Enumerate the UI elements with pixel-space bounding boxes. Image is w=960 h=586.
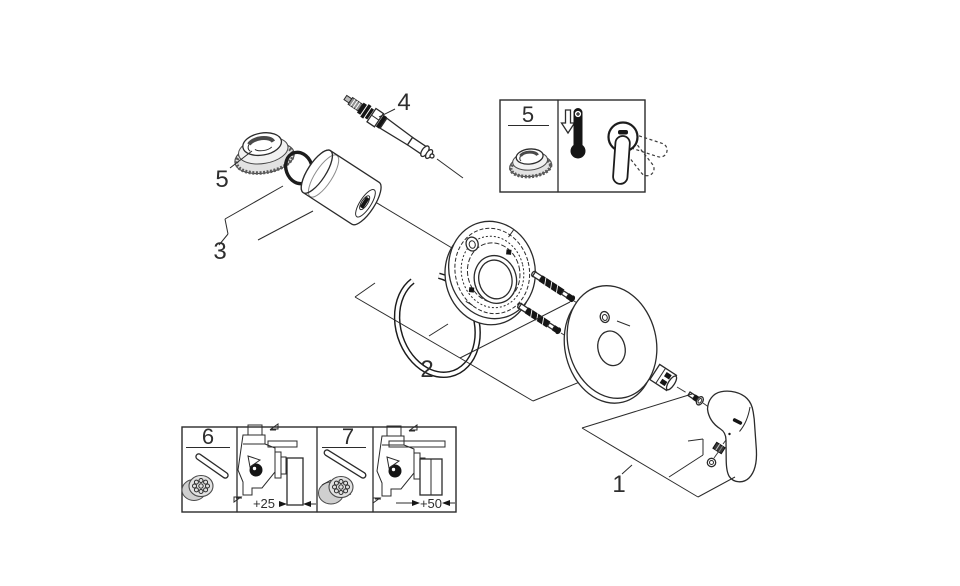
dimension-25: +25: [253, 496, 275, 511]
temperature-limiter-cap-icon: [509, 148, 553, 179]
spline-adapter-icon: [318, 475, 354, 505]
inset-extension25-label: 6: [202, 424, 214, 449]
set-screw: [712, 441, 726, 455]
inset-extension-box: 6 +25 7: [181, 423, 457, 513]
mounting-plate: [444, 220, 537, 326]
valve-cross-section-icon: [372, 424, 455, 506]
valve-cross-section-icon: [233, 423, 316, 507]
bracket-3: [218, 185, 314, 246]
sleeve: [300, 149, 382, 226]
bracket-1: [581, 393, 736, 498]
inset-temperature-label: 5: [522, 102, 534, 127]
extension-pin-icon: [195, 453, 229, 479]
inset-temperature-box: 5: [499, 99, 668, 193]
callout-label-3: 3: [213, 238, 226, 265]
screw-1: [531, 270, 576, 303]
escutcheon-hole-tick: [616, 320, 631, 327]
callout-leader-4: [378, 108, 396, 118]
callout-label-2: 2: [420, 356, 433, 383]
plug: [706, 457, 717, 468]
lever-handle: [706, 390, 758, 483]
thermometer-icon: [570, 108, 586, 159]
part-4-spindle: [343, 94, 435, 160]
screw-2: [517, 302, 562, 335]
callout-label-1: 1: [612, 471, 625, 498]
inset-extension50-label: 7: [342, 424, 354, 449]
spline-adapter-icon: [181, 474, 214, 501]
bracket-2: [354, 282, 593, 402]
down-arrow-icon: [560, 109, 576, 135]
handle-adapter: [648, 363, 678, 392]
dimension-50: +50: [420, 496, 442, 511]
callout-label-5: 5: [215, 166, 228, 193]
escutcheon-plate: [563, 285, 658, 404]
extension-pin-icon: [323, 449, 367, 479]
callout-label-4: 4: [397, 89, 410, 116]
callout-leader-5: [229, 150, 253, 169]
handle-screw: [686, 391, 705, 406]
lever-rotation-icon: [607, 121, 668, 185]
